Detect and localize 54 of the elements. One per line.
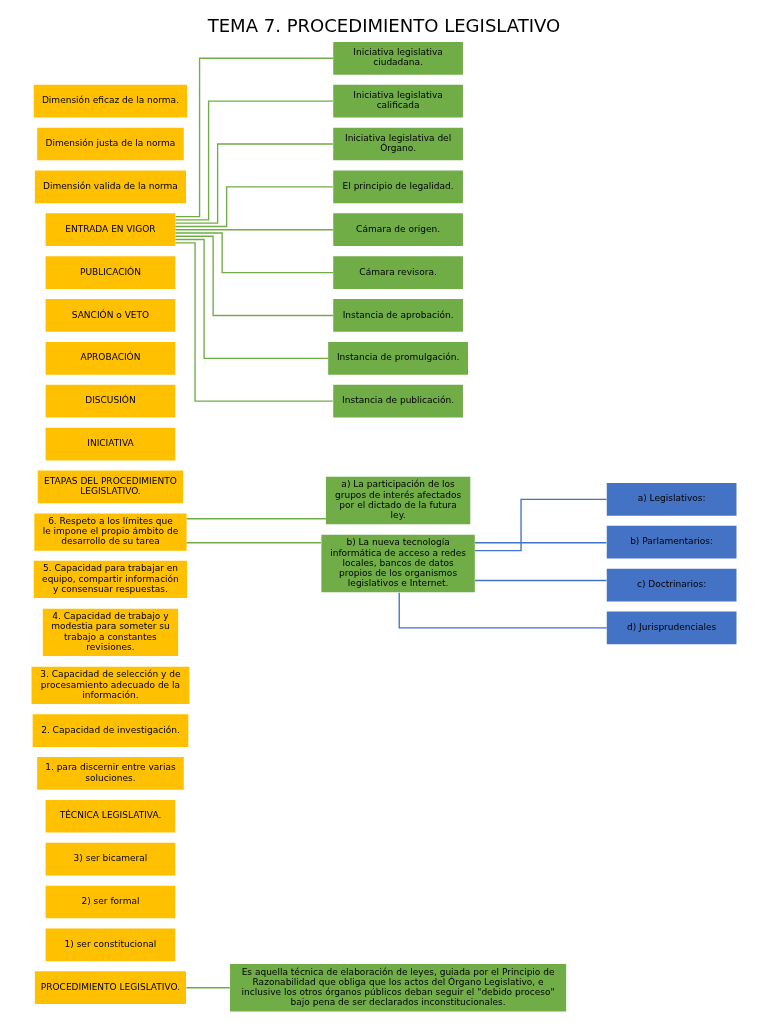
node-box: 1. para discernir entre varias soluciones. bbox=[37, 757, 184, 790]
connector bbox=[186, 518, 327, 520]
connector bbox=[175, 57, 334, 218]
connector bbox=[174, 186, 334, 228]
node-box: Dimensión eficaz de la norma. bbox=[33, 84, 188, 118]
connector bbox=[398, 592, 608, 629]
node-box: INICIATIVA bbox=[45, 427, 176, 461]
node-box: Es aquella técnica de elaboración de leyes, guiada por el Principio de Razonabilidad que obliga que los actos del Órgano Legislativo, e inclusive los otros órganos públicos deban seguir el "debido proceso" bajo pena de ser declarados inconstitucionales. bbox=[230, 964, 567, 1012]
node-box: PUBLICACIÓN bbox=[45, 256, 176, 289]
connector bbox=[474, 498, 608, 552]
node-box: 3. Capacidad de selección y de procesamiento adecuado de la información. bbox=[31, 666, 190, 705]
connector bbox=[474, 579, 608, 582]
node-box: c) Doctrinarios: bbox=[606, 568, 737, 602]
diagram-title: TEMA 7. PROCEDIMIENTO LEGISLATIVO bbox=[207, 14, 561, 36]
node-box: Iniciativa legislativa calificada bbox=[333, 84, 463, 118]
node-box: Instancia de aprobación. bbox=[333, 299, 463, 332]
node-box: d) Jurisprudenciales bbox=[606, 611, 737, 645]
connector bbox=[174, 143, 334, 224]
connector bbox=[474, 542, 608, 544]
connector bbox=[186, 542, 322, 544]
node-box: Cámara revisora. bbox=[333, 256, 463, 289]
connector bbox=[174, 238, 329, 359]
node-box: ETAPAS DEL PROCEDIMIENTO LEGISLATIVO. bbox=[37, 470, 184, 504]
connector bbox=[174, 232, 334, 274]
connector bbox=[174, 242, 334, 402]
node-box: ENTRADA EN VIGOR bbox=[45, 213, 176, 247]
node-box: El principio de legalidad. bbox=[333, 170, 463, 204]
node-box: SANCIÓN o VETO bbox=[45, 299, 176, 332]
node-box: 6. Respeto a los límites que le impone el propio ámbito de desarrollo de su tarea bbox=[34, 513, 187, 551]
node-box: b) La nueva tecnología informática de acceso a redes locales, bancos de datos propios de los organismos legislativos e Internet. bbox=[321, 534, 475, 593]
node-box: Cámara de origen. bbox=[333, 213, 463, 247]
node-box: PROCEDIMIENTO LEGISLATIVO. bbox=[34, 971, 187, 1005]
node-box: 5. Capacidad para trabajar en equipo, compartir información y consensuar respuestas. bbox=[33, 560, 188, 598]
node-box: TÉCNICA LEGISLATIVA. bbox=[45, 799, 176, 833]
node-box: 2) ser formal bbox=[45, 885, 176, 919]
node-box: 4. Capacidad de trabajo y modestia para someter su trabajo a constantes revisiones. bbox=[42, 608, 179, 657]
connector bbox=[185, 987, 231, 989]
node-box: Iniciativa legislativa del Órgano. bbox=[333, 127, 463, 161]
node-box: 3) ser bicameral bbox=[45, 842, 176, 876]
connector bbox=[174, 235, 334, 317]
node-box: Dimensión valida de la norma bbox=[34, 170, 187, 204]
node-box: Dimensión justa de la norma bbox=[37, 127, 184, 161]
node-box: 1) ser constitucional bbox=[45, 928, 176, 962]
node-box: a) La participación de los grupos de interés afectados por el dictado de la futura ley. bbox=[325, 476, 471, 525]
node-box: APROBACIÓN bbox=[45, 341, 176, 375]
node-box: b) Parlamentarios: bbox=[606, 525, 737, 559]
node-box: Instancia de promulgación. bbox=[328, 341, 469, 375]
connector bbox=[174, 229, 334, 231]
node-box: 2. Capacidad de investigación. bbox=[32, 714, 189, 747]
node-box: Iniciativa legislativa ciudadana. bbox=[333, 41, 463, 75]
node-box: DISCUSIÓN bbox=[45, 384, 176, 418]
connector bbox=[174, 100, 334, 221]
node-box: a) Legislativos: bbox=[606, 482, 737, 516]
node-box: Instancia de publicación. bbox=[333, 384, 463, 418]
